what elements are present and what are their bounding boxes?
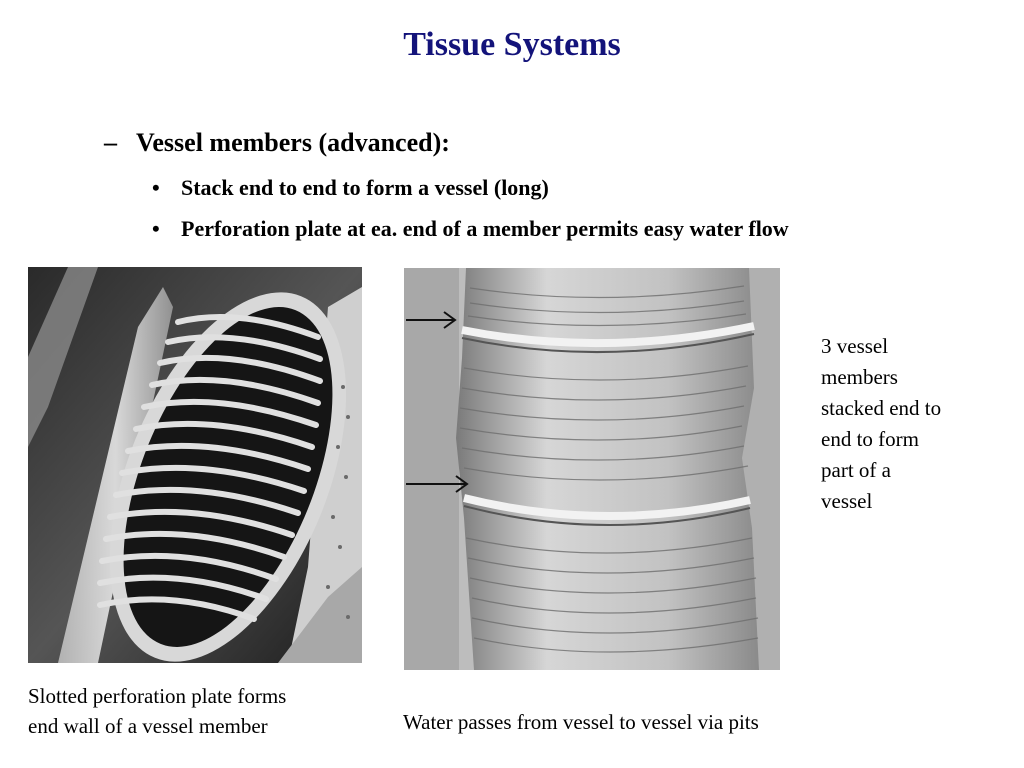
bullet-list: • Stack end to end to form a vessel (long… (152, 172, 789, 254)
slide-title: Tissue Systems (403, 26, 621, 63)
caption-line: members (821, 365, 898, 389)
bullet-dot: • (152, 216, 160, 241)
pits-caption: Water passes from vessel to vessel via p… (403, 710, 759, 734)
caption-line: end wall of a vessel member (28, 714, 268, 738)
perforation-plate-micrograph (28, 267, 362, 663)
bullet-text: Perforation plate at ea. end of a member… (181, 216, 789, 241)
perforation-plate-caption: Slotted perforation plate forms end wall… (28, 681, 368, 741)
sub-heading: –Vessel members (advanced): (104, 128, 450, 158)
stacked-vessel-micrograph (404, 268, 780, 670)
bullet-dot: • (152, 175, 160, 200)
dash-marker: – (104, 128, 117, 157)
caption-line: part of a (821, 458, 891, 482)
bullet-text: Stack end to end to form a vessel (long) (181, 175, 549, 200)
stacked-members-caption: 3 vessel members stacked end to end to f… (821, 331, 991, 517)
caption-line: vessel (821, 489, 873, 513)
caption-line: 3 vessel (821, 334, 889, 358)
caption-line: end to form (821, 427, 919, 451)
bullet-item: • Perforation plate at ea. end of a membe… (152, 213, 789, 254)
caption-line: stacked end to (821, 396, 942, 420)
bullet-item: • Stack end to end to form a vessel (long… (152, 172, 789, 213)
caption-line: Slotted perforation plate forms (28, 684, 287, 708)
sub-heading-text: Vessel members (advanced): (136, 128, 450, 157)
